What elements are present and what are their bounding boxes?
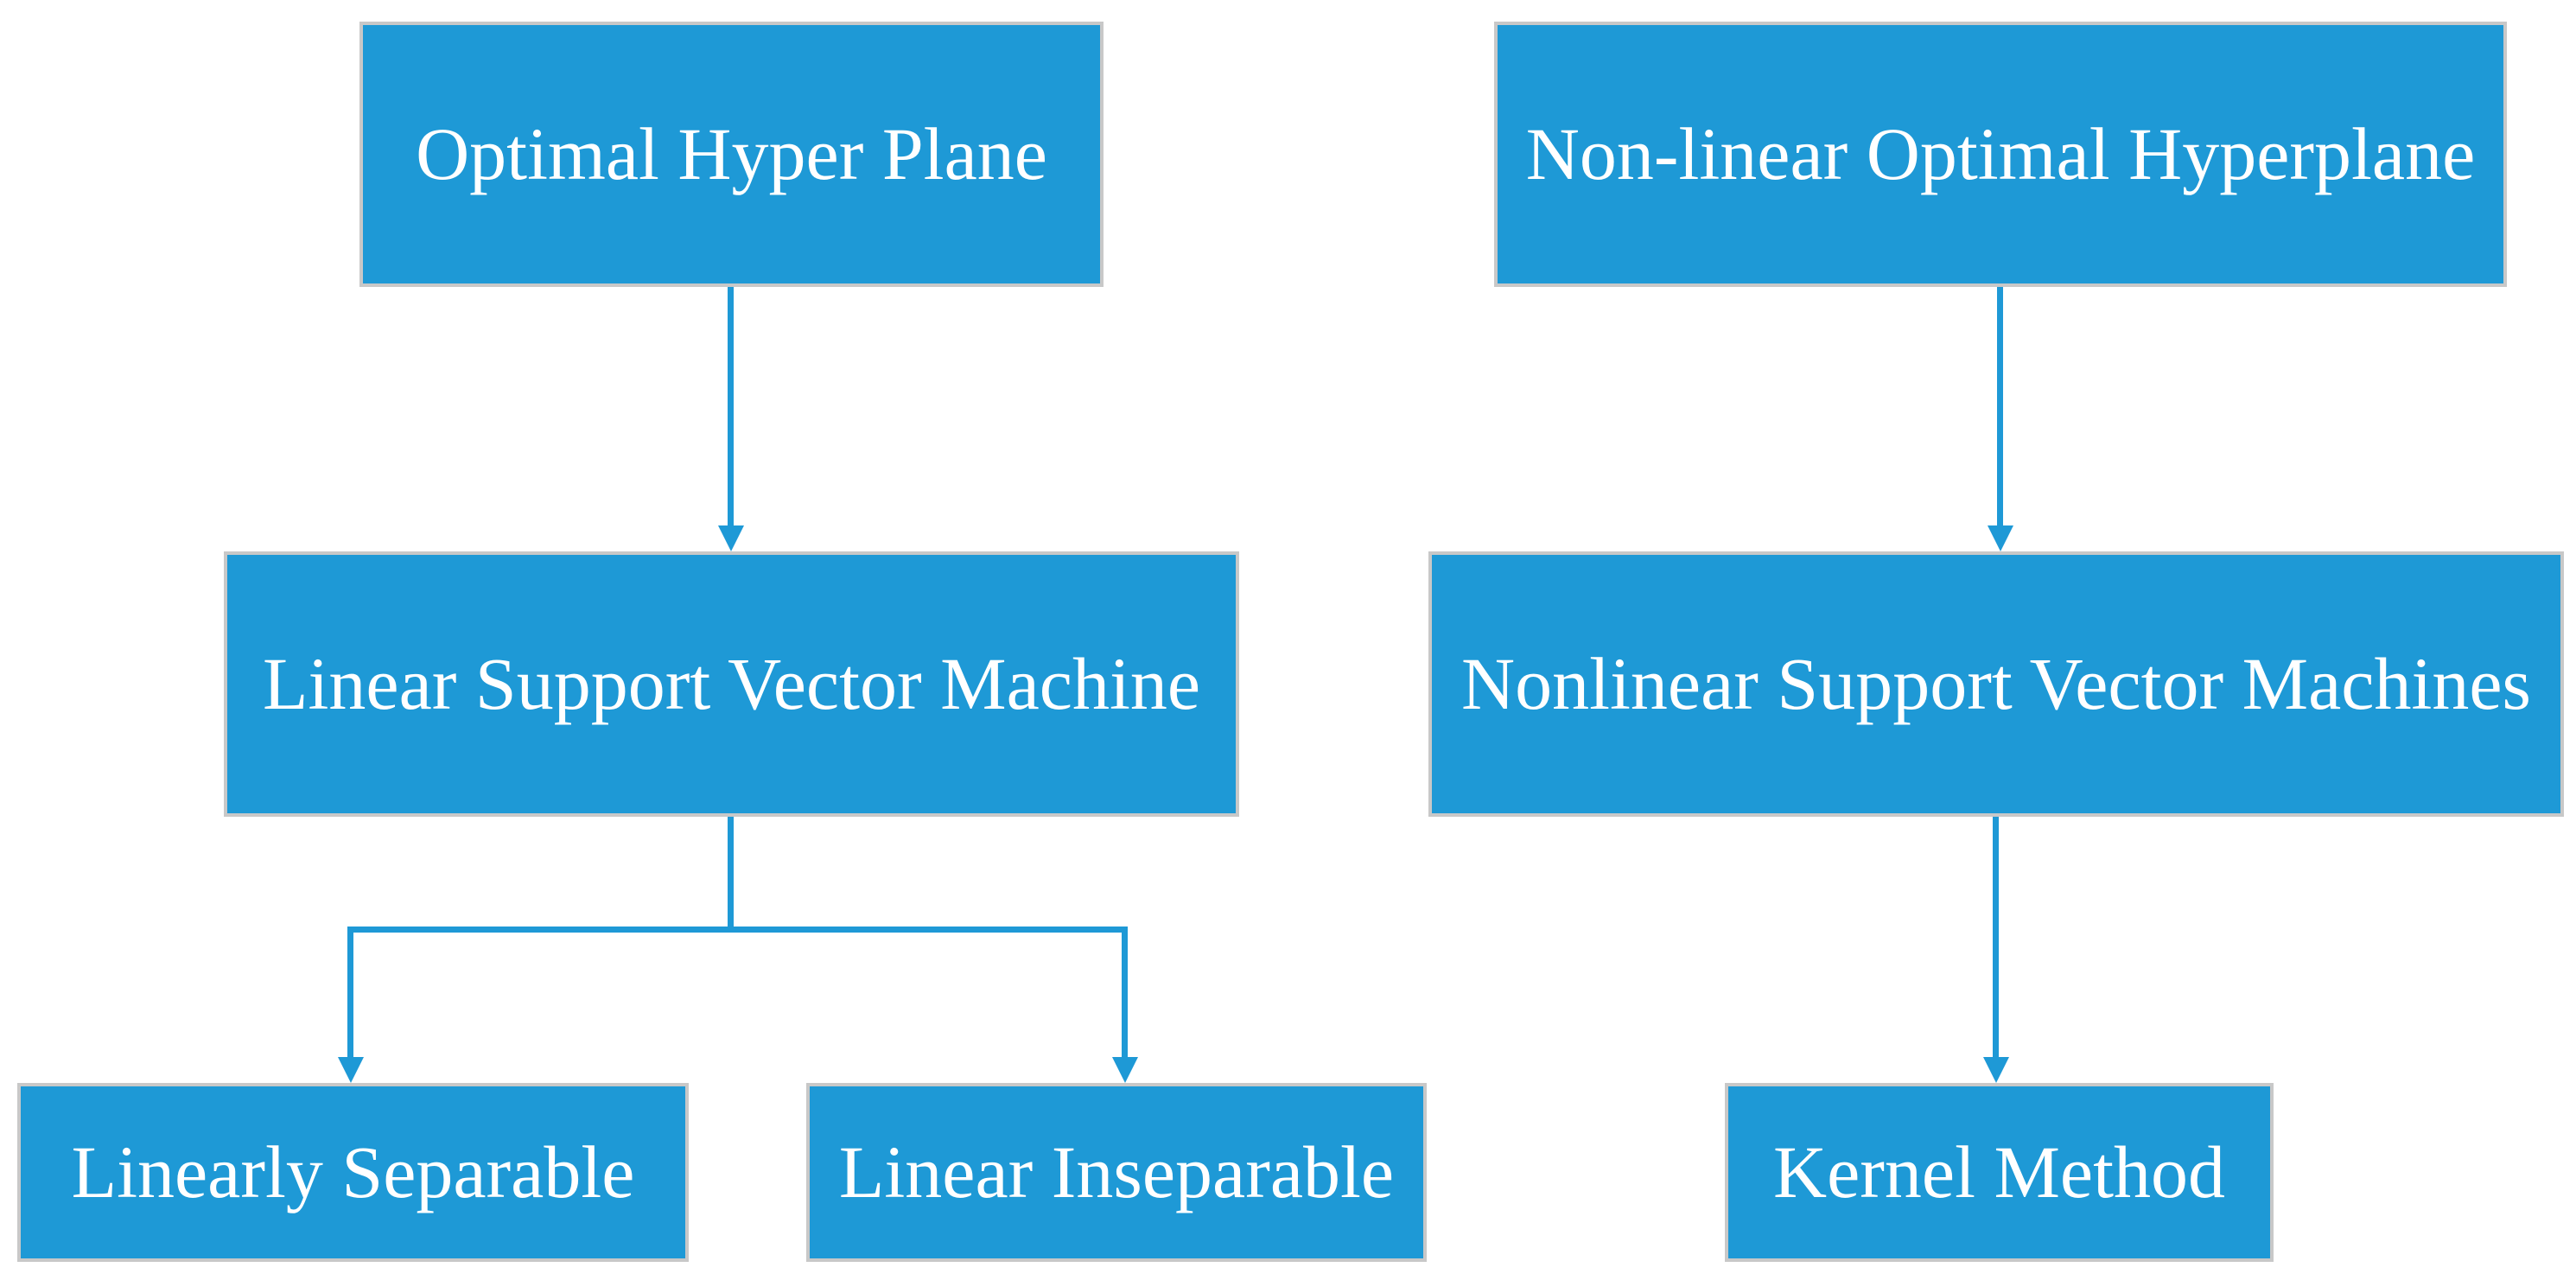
edge-line [1997,287,2003,525]
arrowhead-down-icon [338,1057,364,1083]
arrowhead-down-icon [1112,1057,1138,1083]
edge-line-right [1122,927,1128,1057]
node-label-linearly-separable: Linearly Separable [71,1130,635,1214]
arrowhead-down-icon [1988,525,2013,551]
edge-line [1993,817,1999,1057]
node-linear-inseparable: Linear Inseparable [806,1083,1427,1262]
edge-branch-line [347,927,1128,933]
node-label-optimal-hyper-plane: Optimal Hyper Plane [416,112,1047,196]
arrowhead-down-icon [718,525,744,551]
edge-line [728,287,734,525]
node-linearly-separable: Linearly Separable [17,1083,689,1262]
node-label-nonlinear-support-vector-machines: Nonlinear Support Vector Machines [1461,642,2531,726]
node-label-linear-inseparable: Linear Inseparable [838,1130,1395,1214]
node-kernel-method: Kernel Method [1725,1083,2274,1262]
node-label-linear-support-vector-machine: Linear Support Vector Machine [262,642,1201,726]
node-nonlinear-support-vector-machines: Nonlinear Support Vector Machines [1428,551,2564,817]
node-non-linear-optimal-hyperplane: Non-linear Optimal Hyperplane [1494,22,2507,287]
node-optimal-hyper-plane: Optimal Hyper Plane [359,22,1104,287]
node-label-kernel-method: Kernel Method [1772,1130,2225,1214]
node-label-non-linear-optimal-hyperplane: Non-linear Optimal Hyperplane [1525,112,2476,196]
edge-line-left [347,927,353,1057]
arrowhead-down-icon [1983,1057,2009,1083]
edge-stem-line [728,817,734,933]
node-linear-support-vector-machine: Linear Support Vector Machine [224,551,1239,817]
